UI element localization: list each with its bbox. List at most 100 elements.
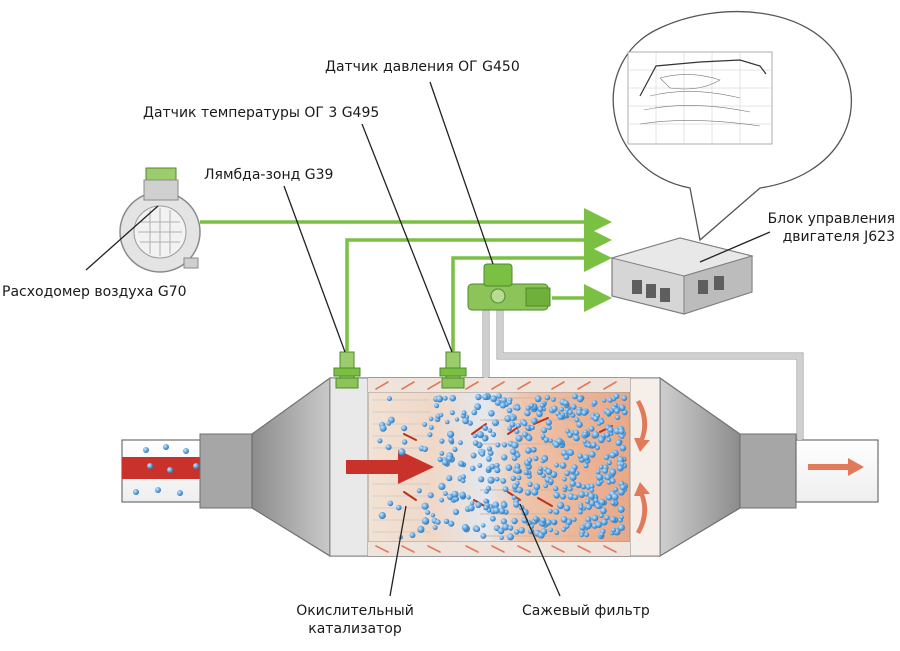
soot-particle — [548, 478, 554, 484]
soot-particle — [467, 420, 473, 426]
soot-particle — [432, 525, 438, 530]
soot-particle — [619, 515, 624, 520]
soot-particle — [580, 484, 587, 490]
soot-particle — [531, 418, 538, 424]
soot-particle — [441, 459, 449, 466]
soot-particle — [387, 396, 392, 402]
soot-particle — [505, 464, 513, 472]
label-pressure-sensor: Датчик давления ОГ G450 — [325, 59, 520, 75]
soot-particle — [514, 429, 520, 435]
soot-particle — [524, 409, 531, 417]
soot-particle — [577, 453, 583, 459]
soot-particle — [531, 488, 539, 496]
soot-particle — [486, 466, 492, 472]
soot-particle — [554, 530, 559, 535]
label-catalyst-line1: Окислительный — [296, 603, 414, 619]
soot-particle — [618, 404, 626, 412]
soot-particle — [488, 410, 495, 417]
soot-particle — [446, 475, 453, 482]
soot-particle — [481, 523, 486, 528]
soot-particle — [523, 469, 529, 476]
soot-particle — [379, 424, 387, 432]
soot-particle — [595, 503, 601, 509]
soot-particle — [613, 402, 618, 408]
soot-particle — [448, 520, 455, 527]
engine-map-chart — [627, 51, 773, 145]
soot-particle — [500, 518, 507, 525]
soot-particle — [595, 469, 601, 475]
soot-particle — [595, 445, 600, 451]
soot-particle — [532, 515, 539, 522]
soot-particle — [547, 425, 552, 431]
soot-particle — [525, 447, 532, 454]
soot-particle — [445, 419, 450, 425]
soot-particle — [494, 467, 501, 474]
soot-particle — [492, 419, 499, 427]
soot-particle — [543, 437, 550, 443]
pressure-sensor-g450 — [467, 263, 551, 311]
soot-particle — [619, 434, 625, 439]
soot-particle — [620, 484, 626, 491]
soot-particle — [604, 515, 610, 521]
soot-particle — [567, 486, 573, 492]
soot-particle — [578, 509, 583, 515]
soot-particle — [422, 446, 428, 452]
soot-particle — [511, 517, 518, 525]
soot-particle — [516, 475, 522, 481]
exhaust-out-arrow — [808, 458, 864, 476]
soot-particle — [540, 528, 548, 535]
soot-particle — [554, 462, 560, 468]
soot-particle — [611, 527, 616, 533]
soot-particle — [493, 507, 500, 514]
soot-particle — [507, 426, 512, 431]
soot-particle — [541, 427, 548, 434]
soot-particle — [562, 476, 567, 482]
soot-particle — [591, 514, 599, 522]
soot-particle — [521, 420, 528, 427]
soot-particle — [617, 505, 625, 513]
outlet-pipe — [739, 433, 879, 509]
soot-particle — [557, 501, 565, 510]
soot-particle — [548, 509, 553, 514]
outlet-cone — [659, 376, 741, 558]
soot-particle — [531, 447, 537, 453]
soot-particle — [591, 399, 598, 406]
soot-particle — [585, 499, 591, 504]
soot-particle — [604, 432, 611, 438]
soot-particle — [609, 451, 616, 459]
soot-particle — [599, 419, 605, 425]
pressure-lines — [484, 310, 802, 440]
soot-particle — [593, 498, 599, 503]
soot-particle — [601, 518, 608, 526]
soot-particle — [541, 455, 548, 462]
leader-lines — [85, 81, 771, 597]
soot-particle — [486, 456, 492, 462]
soot-particle — [454, 417, 460, 422]
soot-particle — [589, 483, 595, 489]
soot-particle — [495, 442, 501, 448]
soot-particle — [581, 409, 588, 416]
soot-particle — [603, 454, 610, 461]
soot-particle — [553, 485, 559, 492]
soot-particle — [475, 393, 482, 401]
soot-particle — [559, 462, 567, 469]
soot-particle — [573, 429, 579, 436]
soot-particle — [545, 419, 552, 426]
soot-particle — [524, 489, 532, 496]
soot-particle — [511, 495, 517, 500]
soot-particle — [510, 448, 517, 455]
soot-particle — [538, 466, 543, 472]
soot-particle — [598, 436, 605, 444]
soot-particle — [571, 517, 577, 522]
soot-particle — [545, 519, 552, 526]
soot-particle — [600, 507, 607, 515]
soot-particle — [526, 435, 533, 442]
soot-particle — [569, 473, 577, 481]
soot-particle — [439, 497, 445, 503]
soot-particle — [421, 517, 429, 525]
soot-particle — [553, 492, 560, 499]
soot-particle — [563, 505, 571, 512]
soot-particle — [561, 527, 567, 532]
soot-particle — [427, 432, 433, 438]
